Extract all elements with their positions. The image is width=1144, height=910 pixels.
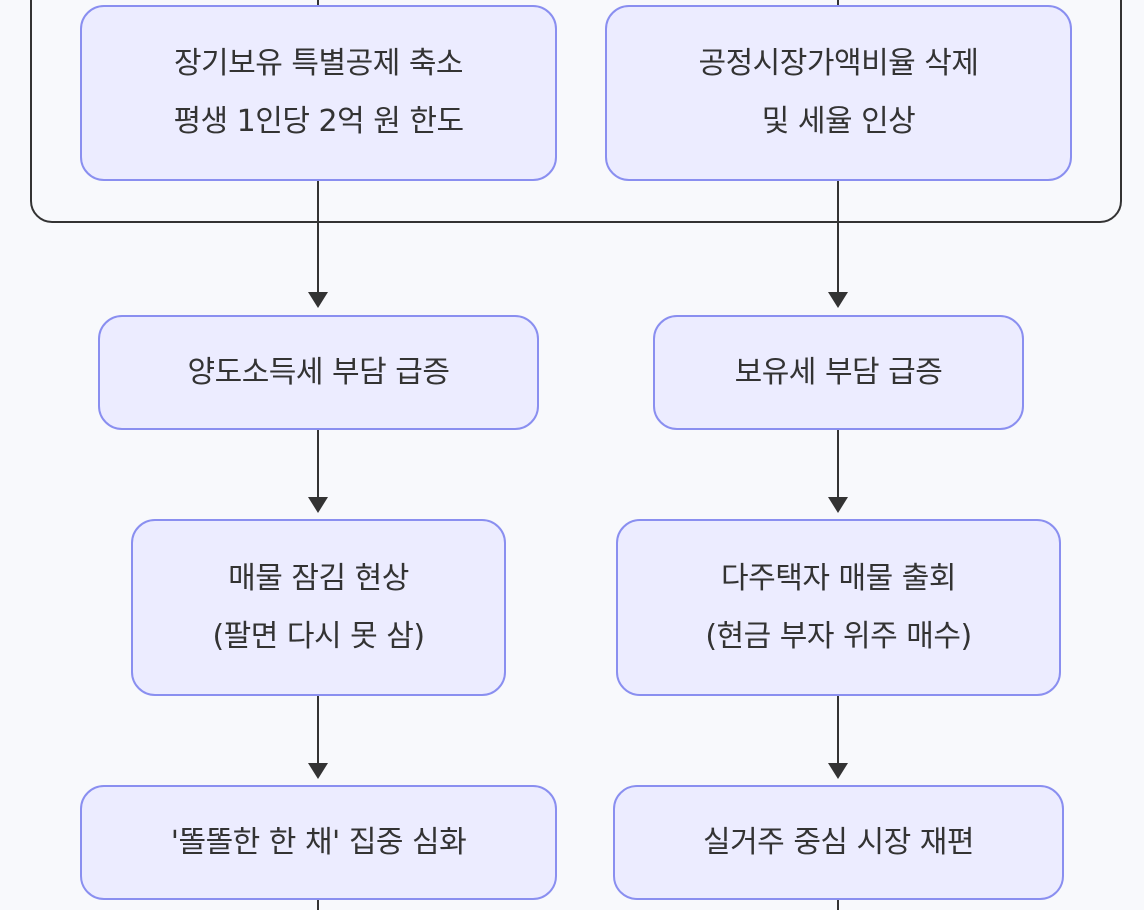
node-text-line: 양도소득세 부담 급증	[187, 354, 450, 390]
node-text-line: 평생 1인당 2억 원 한도	[173, 104, 464, 139]
node-smart-one-home[interactable]: '똘똘한 한 채' 집중 심화	[80, 785, 557, 900]
policy-cluster-box	[30, 0, 1122, 223]
node-capital-gains-tax[interactable]: 양도소득세 부담 급증	[98, 315, 539, 430]
node-residence-market[interactable]: 실거주 중심 시장 재편	[613, 785, 1064, 900]
node-text-line: 장기보유 특별공제 축소	[173, 46, 464, 81]
node-text-line: (팔면 다시 못 삼)	[212, 618, 425, 654]
arrowhead-lockin	[308, 497, 328, 513]
node-text-line: 보유세 부담 급증	[734, 354, 943, 390]
node-long-term-deduction[interactable]: 장기보유 특별공제 축소 평생 1인당 2억 원 한도	[80, 5, 557, 181]
node-holding-tax[interactable]: 보유세 부담 급증	[653, 315, 1024, 430]
node-text-line: 및 세율 인상	[761, 104, 916, 139]
node-text-line: 실거주 중심 시장 재편	[702, 824, 975, 860]
arrowhead-smart	[308, 763, 328, 779]
arrowhead-cgt	[308, 292, 328, 308]
node-text-line: 매물 잠김 현상	[228, 560, 409, 596]
node-text-line: 다주택자 매물 출회	[721, 560, 956, 596]
node-text-line: (현금 부자 위주 매수)	[705, 618, 972, 654]
node-multi-homeowner-sales[interactable]: 다주택자 매물 출회 (현금 부자 위주 매수)	[616, 519, 1061, 696]
node-text-line: '똘똘한 한 채' 집중 심화	[170, 824, 467, 860]
node-fair-market-ratio[interactable]: 공정시장가액비율 삭제 및 세율 인상	[605, 5, 1072, 181]
node-lock-in-effect[interactable]: 매물 잠김 현상 (팔면 다시 못 삼)	[131, 519, 506, 696]
arrowhead-resid	[828, 763, 848, 779]
node-text-line: 공정시장가액비율 삭제	[698, 46, 979, 81]
arrowhead-multi	[828, 497, 848, 513]
arrowhead-holding	[828, 292, 848, 308]
